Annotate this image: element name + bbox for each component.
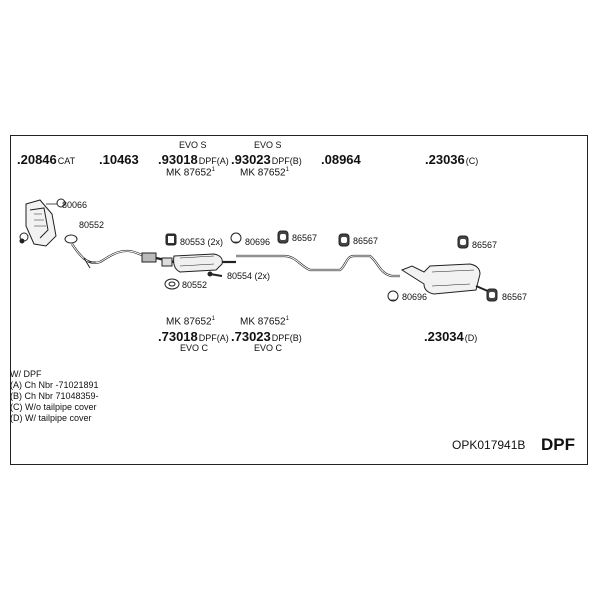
part-number-23036: .23036(C) [425, 152, 479, 167]
label-80554: 80554 (2x) [227, 271, 271, 281]
gasket-80552-icon [64, 234, 78, 244]
kit-type: DPF [541, 435, 575, 454]
gasket-80066-icon [46, 198, 66, 208]
part-number-10463: .10463 [99, 152, 139, 167]
mk-label-73023: MK 876521 [240, 316, 289, 328]
note-line: (A) Ch Nbr -71021891 [10, 380, 99, 390]
note-line: (D) W/ tailpipe cover [10, 413, 92, 423]
middle-pipe-icon [236, 254, 400, 278]
note-line: (B) Ch Nbr 71048359- [10, 391, 99, 401]
dpf-filter-icon [155, 253, 236, 273]
notes-list: W/ DPF (A) Ch Nbr -71021891 (B) Ch Nbr 7… [10, 369, 99, 424]
mk-label-93023: MK 876521 [240, 167, 289, 179]
mk-label-73018: MK 876521 [166, 316, 215, 328]
label-80066: 80066 [62, 200, 88, 210]
kit-code: OPK017941B [452, 438, 526, 452]
clamp-80553-icon [165, 233, 177, 246]
evo-label-73023: EVO C [254, 343, 283, 353]
label-80696-top: 80696 [245, 237, 271, 247]
note-line: W/ DPF [10, 369, 42, 379]
label-80552-bottom: 80552 [182, 280, 208, 290]
diagram-frame [10, 135, 588, 465]
catalytic-converter-icon [19, 199, 57, 247]
hanger-86567-d-icon [486, 288, 498, 302]
label-80696-bottom: 80696 [402, 292, 428, 302]
label-86567-a: 86567 [292, 233, 318, 243]
gasket-80552-bottom-icon [164, 278, 180, 290]
evo-label-93023: EVO S [254, 140, 282, 150]
mk-label-93018: MK 876521 [166, 167, 215, 179]
label-86567-b: 86567 [353, 236, 379, 246]
part-number-73018: .73018DPF(A) [158, 329, 229, 344]
part-number-93023: .93023DPF(B) [231, 152, 302, 167]
part-number-73023: .73023DPF(B) [231, 329, 302, 344]
evo-label-93018: EVO S [179, 140, 207, 150]
part-number-20846: .20846CAT [17, 152, 76, 167]
hanger-86567-b-icon [338, 233, 350, 247]
hanger-86567-a-icon [277, 230, 289, 244]
gasket-80696-icon [230, 232, 242, 244]
front-pipe-icon [71, 243, 157, 269]
label-80552-left: 80552 [79, 220, 105, 230]
part-number-08964: .08964 [321, 152, 361, 167]
gasket-80696-bottom-icon [387, 290, 399, 302]
label-86567-c: 86567 [472, 240, 498, 250]
note-line: (C) W/o tailpipe cover [10, 402, 97, 412]
label-86567-d: 86567 [502, 292, 528, 302]
label-80553: 80553 (2x) [180, 237, 224, 247]
hanger-86567-c-icon [457, 235, 469, 249]
part-number-23034: .23034(D) [424, 329, 478, 344]
evo-label-73018: EVO C [180, 343, 209, 353]
part-number-93018: .93018DPF(A) [158, 152, 229, 167]
bolt-80554-icon [207, 271, 223, 277]
